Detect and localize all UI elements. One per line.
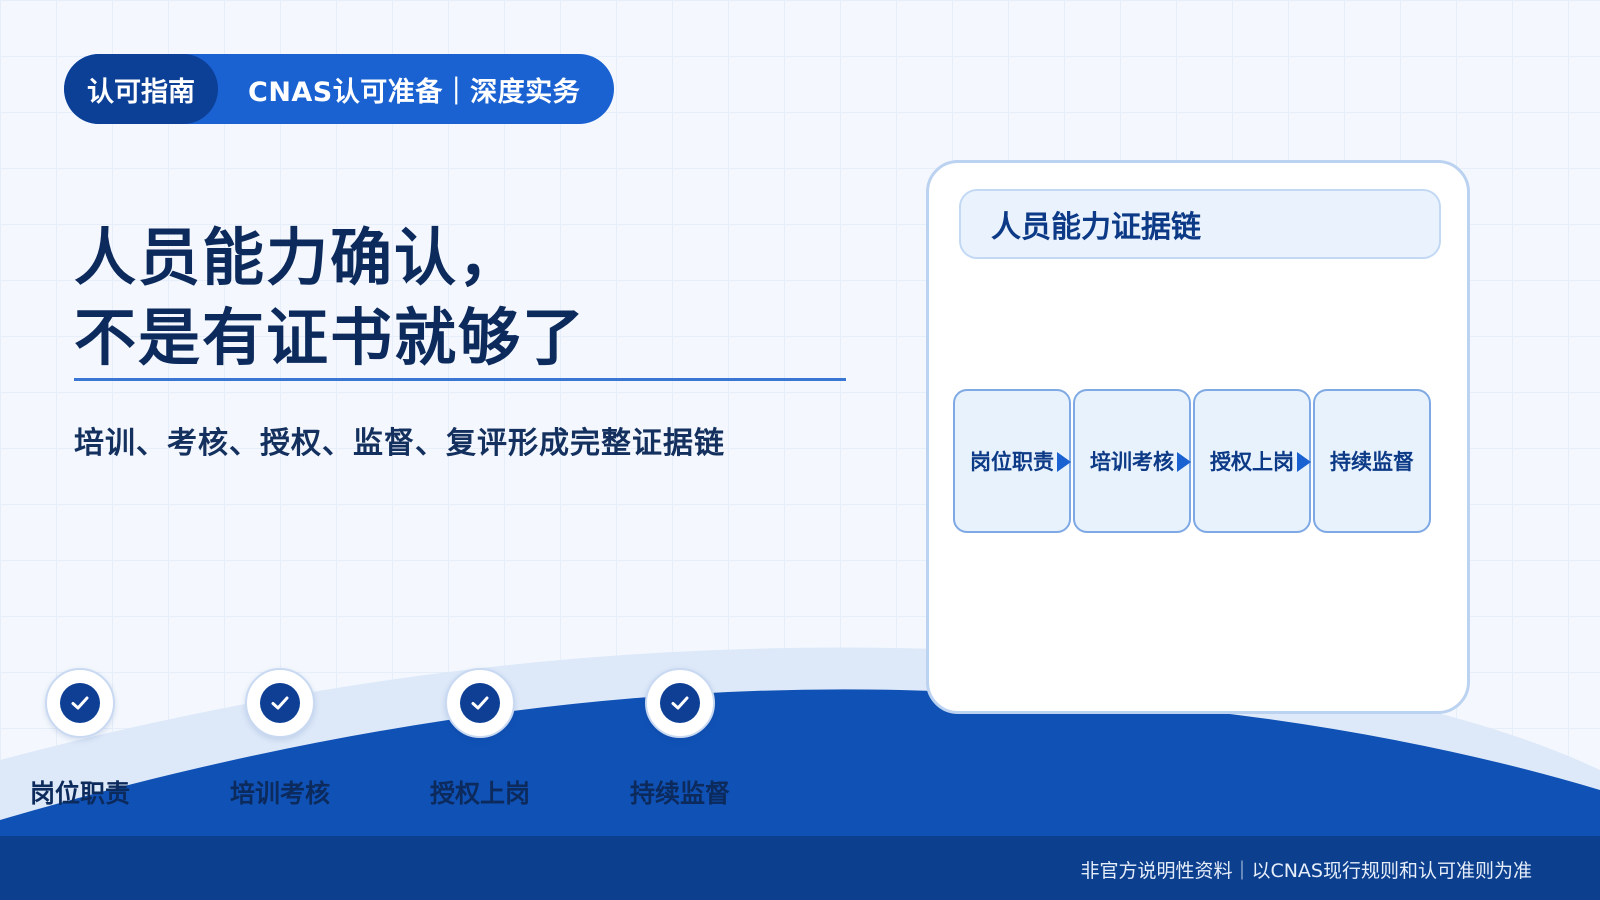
step-item: 岗位职责 (20, 668, 140, 810)
title-line-2: 不是有证书就够了 (74, 301, 587, 374)
check-icon (460, 683, 500, 723)
card-title: 人员能力证据链 (959, 189, 1441, 259)
step-label: 持续监督 (629, 779, 730, 808)
step-badge (245, 668, 315, 738)
step-item: 持续监督 (620, 668, 740, 810)
step-badge (45, 668, 115, 738)
title-underline (74, 378, 846, 381)
chain-item: 培训考核 (1073, 389, 1191, 533)
evidence-chain: 岗位职责 培训考核 授权上岗 持续监督 (953, 389, 1433, 533)
chain-item: 持续监督 (1313, 389, 1431, 533)
step-item: 培训考核 (220, 668, 340, 810)
footer-disclaimer: 非官方说明性资料｜以CNAS现行规则和认可准则为准 (1080, 860, 1532, 882)
footer-bar: 非官方说明性资料｜以CNAS现行规则和认可准则为准 (0, 836, 1600, 900)
title-line-1: 人员能力确认， (74, 221, 523, 294)
step-item: 授权上岗 (420, 668, 540, 810)
check-icon (260, 683, 300, 723)
arrow-right-icon (1177, 452, 1191, 472)
page-subtitle: 培训、考核、授权、监督、复评形成完整证据链 (74, 426, 725, 461)
header-pill: 认可指南 CNAS认可准备｜深度实务 (64, 54, 614, 124)
check-icon (60, 683, 100, 723)
guide-tag: 认可指南 (64, 54, 218, 124)
step-label: 培训考核 (229, 779, 330, 808)
step-label: 授权上岗 (429, 779, 530, 808)
chain-item: 授权上岗 (1193, 389, 1311, 533)
arrow-right-icon (1297, 452, 1311, 472)
page-title: 人员能力确认， 不是有证书就够了 (74, 218, 586, 378)
chain-item: 岗位职责 (953, 389, 1071, 533)
check-icon (660, 683, 700, 723)
step-badge (645, 668, 715, 738)
arrow-right-icon (1057, 452, 1071, 472)
step-badge (445, 668, 515, 738)
step-label: 岗位职责 (29, 779, 130, 808)
header-subtitle: CNAS认可准备｜深度实务 (248, 76, 581, 108)
evidence-chain-card: 人员能力证据链 岗位职责 培训考核 授权上岗 持续监督 (926, 160, 1470, 714)
